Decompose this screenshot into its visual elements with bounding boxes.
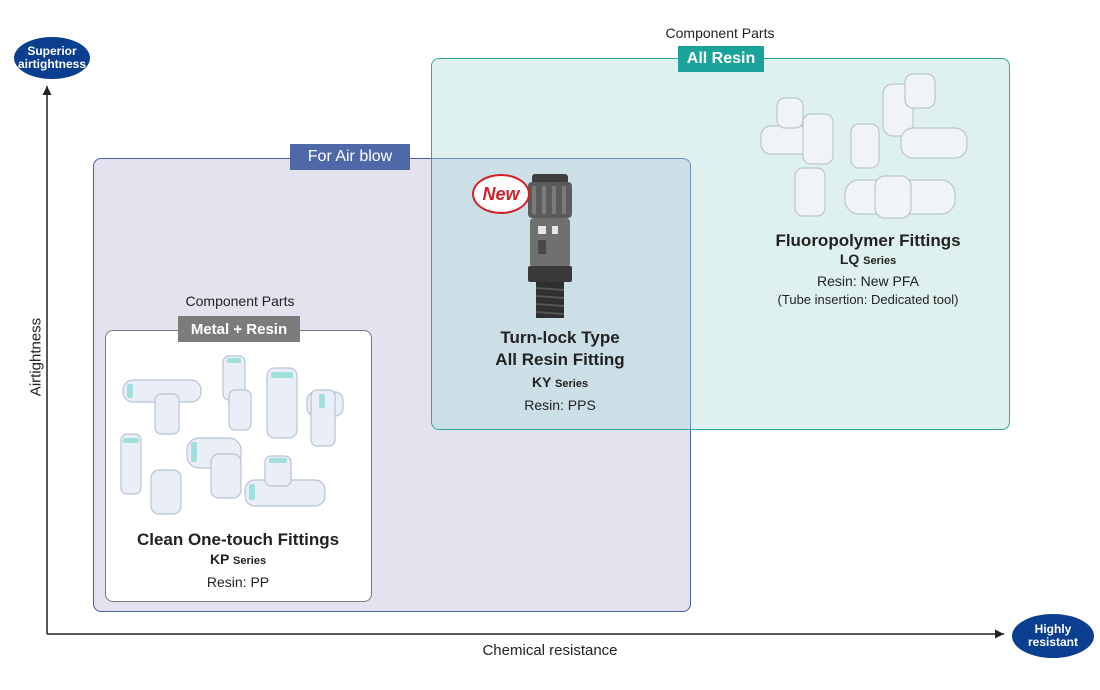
lq-resin: Resin: New PFA [817, 273, 919, 289]
kp-title: Clean One-touch Fittings [136, 530, 340, 549]
ky-series-code: KY [531, 374, 552, 390]
x-axis-title: Chemical resistance [482, 642, 618, 659]
all-resin-caption: Component Parts [665, 25, 775, 41]
all-resin-tag: All Resin [678, 46, 764, 72]
lq-fittings-image [760, 73, 968, 219]
air-blow-tag: For Air blow [290, 144, 410, 170]
ky-fitting-image [528, 174, 572, 318]
kp-series: KP Series [158, 551, 318, 567]
ky-title-line1: Turn-lock Type [500, 328, 620, 347]
y-axis-end-label: Superior airtightness [14, 37, 90, 79]
new-badge: New [472, 174, 530, 214]
ky-title-line2: All Resin Fitting [495, 350, 625, 369]
lq-title: Fluoropolymer Fittings [775, 231, 961, 250]
ky-resin: Resin: PPS [524, 397, 596, 413]
x-axis-end-label: Highly resistant [1012, 614, 1094, 658]
metal-resin-caption: Component Parts [185, 293, 295, 309]
kp-resin: Resin: PP [206, 574, 270, 590]
metal-resin-tag: Metal + Resin [178, 316, 300, 342]
ky-series: KY Series [480, 374, 640, 390]
lq-note: (Tube insertion: Dedicated tool) [777, 292, 959, 307]
ky-series-word: Series [555, 378, 589, 390]
kp-series-word: Series [233, 555, 267, 567]
y-axis-title: Airtightness [27, 317, 45, 397]
kp-fittings-image [120, 355, 344, 515]
lq-series-code: LQ [839, 251, 860, 267]
lq-series: LQ Series [788, 251, 948, 267]
lq-series-word: Series [863, 255, 897, 267]
kp-series-code: KP [209, 551, 230, 567]
